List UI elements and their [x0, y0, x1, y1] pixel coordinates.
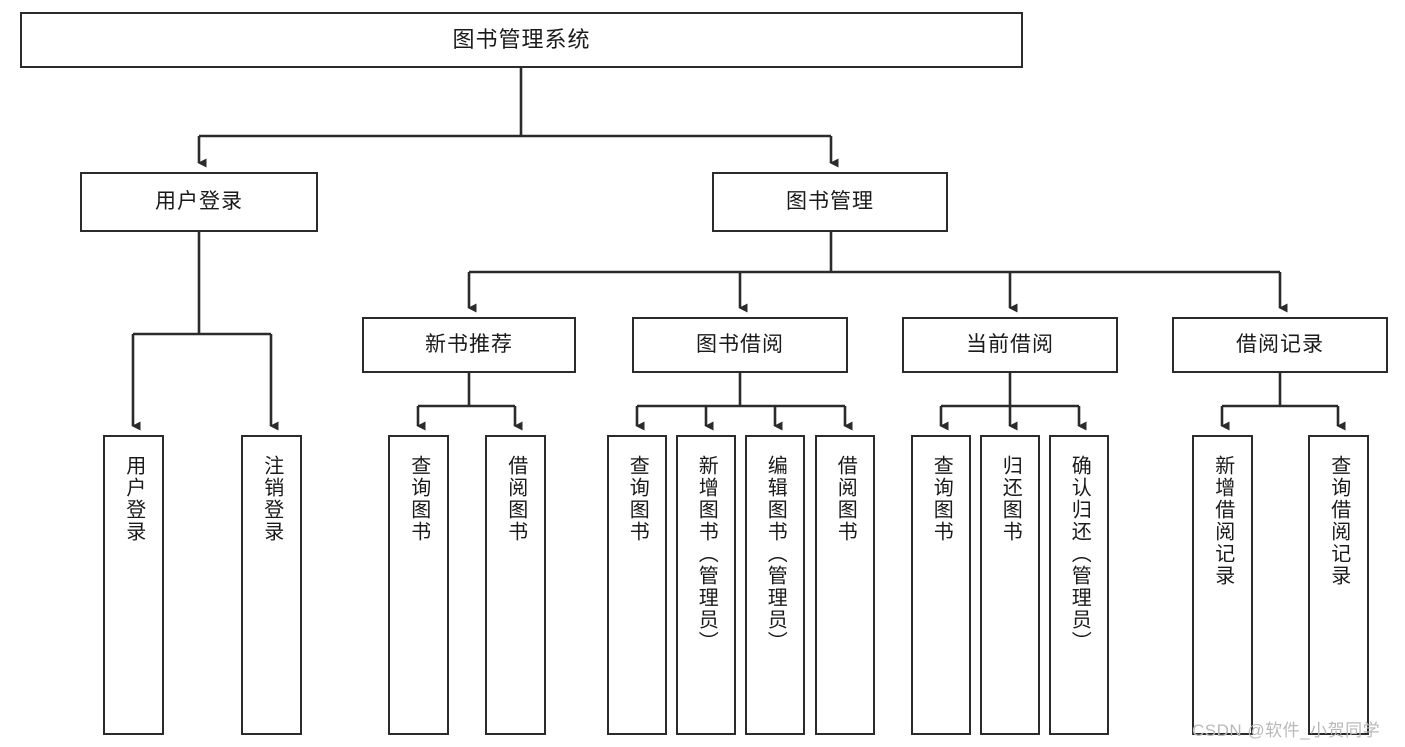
node-label: 图书借阅	[696, 333, 784, 357]
csdn-watermark: CSDN @软件_小贺同学	[1192, 721, 1381, 740]
node-leaf-add-record[interactable]: 新增借阅记录	[1192, 435, 1253, 735]
node-leaf-query-book-3[interactable]: 查询图书	[911, 435, 971, 735]
node-label: 借阅图书	[834, 455, 857, 543]
node-label: 归还图书	[999, 455, 1022, 543]
node-label: 新增图书（管理员）	[695, 455, 718, 653]
node-leaf-query-record[interactable]: 查询借阅记录	[1308, 435, 1369, 735]
node-leaf-edit-book[interactable]: 编辑图书（管理员）	[745, 435, 805, 735]
node-label: 用户登录	[155, 190, 243, 214]
node-label: 图书管理系统	[452, 26, 591, 52]
node-current-borrow[interactable]: 当前借阅	[902, 317, 1118, 373]
node-label: 注销登录	[260, 455, 283, 543]
node-leaf-borrow-book-2[interactable]: 借阅图书	[815, 435, 875, 735]
node-label: 用户登录	[122, 455, 145, 543]
node-label: 查询图书	[930, 455, 953, 543]
node-label: 查询借阅记录	[1327, 455, 1350, 587]
node-book-borrow[interactable]: 图书借阅	[632, 317, 848, 373]
node-root-system[interactable]: 图书管理系统	[20, 12, 1023, 68]
node-leaf-query-book-2[interactable]: 查询图书	[607, 435, 667, 735]
node-label: 编辑图书（管理员）	[764, 455, 787, 653]
node-label: 查询图书	[407, 455, 430, 543]
node-leaf-borrow-book-1[interactable]: 借阅图书	[485, 435, 546, 735]
node-label: 确认归还（管理员）	[1068, 455, 1091, 653]
node-user-login[interactable]: 用户登录	[80, 172, 318, 232]
node-leaf-add-book[interactable]: 新增图书（管理员）	[676, 435, 736, 735]
node-leaf-user-login[interactable]: 用户登录	[103, 435, 164, 735]
node-label: 当前借阅	[966, 333, 1054, 357]
node-label: 借阅图书	[504, 455, 527, 543]
node-leaf-return-book[interactable]: 归还图书	[980, 435, 1040, 735]
node-label: 借阅记录	[1236, 333, 1324, 357]
node-borrow-record[interactable]: 借阅记录	[1172, 317, 1388, 373]
node-label: 查询图书	[626, 455, 649, 543]
node-label: 新增借阅记录	[1211, 455, 1234, 587]
node-new-book-recommend[interactable]: 新书推荐	[362, 317, 576, 373]
node-book-management[interactable]: 图书管理	[712, 172, 948, 232]
node-leaf-logout-login[interactable]: 注销登录	[241, 435, 302, 735]
node-label: 图书管理	[786, 190, 874, 214]
node-label: 新书推荐	[425, 333, 513, 357]
node-leaf-confirm-return[interactable]: 确认归还（管理员）	[1049, 435, 1109, 735]
node-leaf-query-book-1[interactable]: 查询图书	[388, 435, 449, 735]
